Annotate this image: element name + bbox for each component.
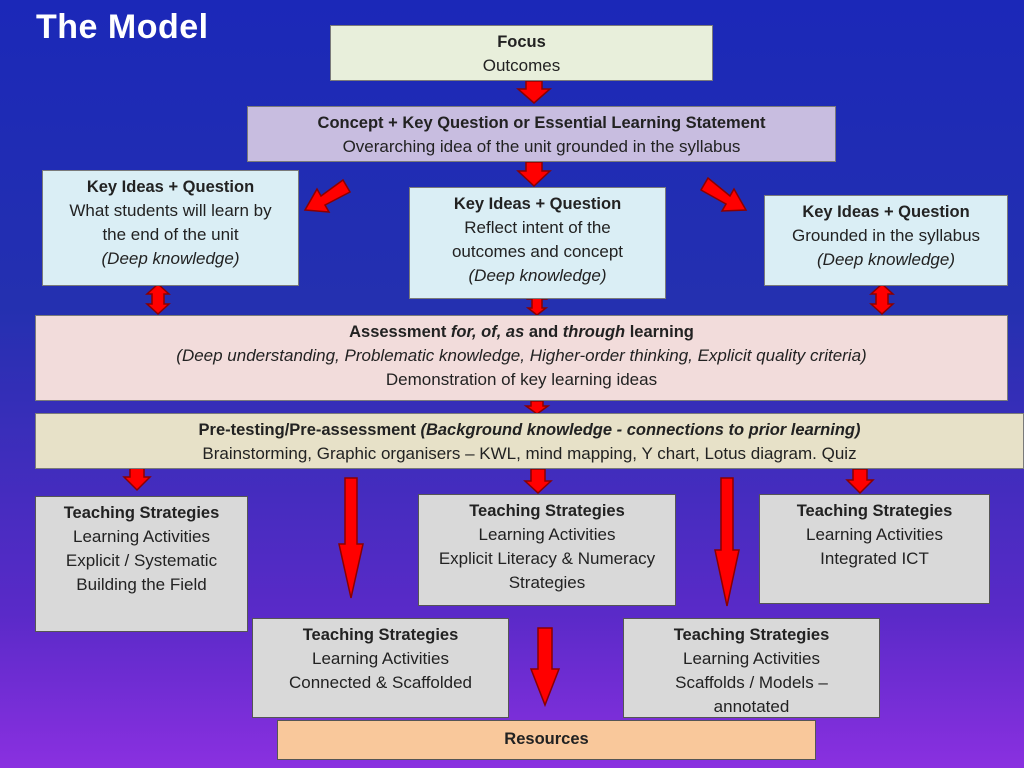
pretest-heading: Pre-testing/Pre-assessment (Background k… [198,421,861,439]
focus-heading: Focus [497,33,546,51]
ts-text: Scaffolds / Models – [675,673,828,692]
focus-box: Focus Outcomes [330,25,713,81]
key-ideas-text: outcomes and concept [451,242,624,261]
ts-text: Strategies [508,573,586,592]
arrow-down-icon [523,400,551,415]
pretest-box: Pre-testing/Pre-assessment (Background k… [35,413,1024,469]
key-ideas-note: (Deep knowledge) [817,250,955,269]
key-ideas-heading: Key Ideas + Question [453,195,622,213]
key-ideas-box-1: Key Ideas + Question What students will … [42,170,299,286]
resources-heading: Resources [504,730,589,748]
key-ideas-text: the end of the unit [102,225,239,244]
assessment-heading: Assessment for, of, as and through learn… [349,323,694,341]
ts-heading: Teaching Strategies [469,502,625,520]
ts-text: Integrated ICT [820,549,929,568]
concept-text: Overarching idea of the unit grounded in… [342,137,741,156]
arrow-down-icon [523,468,553,495]
page-title: The Model [36,8,209,46]
key-ideas-note: (Deep knowledge) [101,249,240,268]
ts-text: annotated [713,697,790,716]
arrow-long-down-icon [714,477,740,607]
teaching-strategies-box-3: Teaching Strategies Learning Activities … [759,494,990,604]
key-ideas-note: (Deep knowledge) [468,266,607,285]
ts-text: Connected & Scaffolded [288,673,473,692]
ts-heading: Teaching Strategies [63,504,220,522]
double-arrow-icon [869,282,895,316]
ts-heading: Teaching Strategies [302,626,459,644]
concept-box: Concept + Key Question or Essential Lear… [247,106,836,162]
teaching-strategies-box-4: Teaching Strategies Learning Activities … [252,618,509,718]
key-ideas-text: Grounded in the syllabus [791,226,981,245]
arrow-down-icon [845,468,875,495]
ts-text: Learning Activities [72,527,211,546]
ts-text: Explicit Literacy & Numeracy [438,549,656,568]
arrow-down-icon [516,161,552,188]
arrow-down-icon [516,80,552,104]
arrow-down-left-icon [303,178,352,213]
ts-heading: Teaching Strategies [673,626,830,644]
teaching-strategies-box-2: Teaching Strategies Learning Activities … [418,494,676,606]
arrow-down-right-icon [699,176,748,212]
ts-text: Learning Activities [311,649,450,668]
assessment-criteria: (Deep understanding, Problematic knowled… [176,346,867,365]
double-arrow-icon [145,282,171,316]
key-ideas-box-2: Key Ideas + Question Reflect intent of t… [409,187,666,299]
ts-text: Building the Field [76,575,207,594]
ts-text: Learning Activities [478,525,616,544]
arrow-long-down-icon [338,477,364,599]
assessment-box: Assessment for, of, as and through learn… [35,315,1008,401]
key-ideas-text: What students will learn by [69,201,272,220]
key-ideas-box-3: Key Ideas + Question Grounded in the syl… [764,195,1008,286]
key-ideas-heading: Key Ideas + Question [802,203,970,221]
ts-text: Learning Activities [682,649,821,668]
ts-text: Learning Activities [805,525,944,544]
resources-box: Resources [277,720,816,760]
ts-text: Explicit / Systematic [65,551,218,570]
assessment-text: Demonstration of key learning ideas [385,370,658,389]
teaching-strategies-box-5: Teaching Strategies Learning Activities … [623,618,880,718]
concept-heading: Concept + Key Question or Essential Lear… [317,114,766,132]
ts-heading: Teaching Strategies [796,502,953,520]
key-ideas-heading: Key Ideas + Question [86,178,255,196]
key-ideas-text: Reflect intent of the [464,218,611,237]
focus-text: Outcomes [482,56,561,75]
pretest-text: Brainstorming, Graphic organisers – KWL,… [202,444,857,463]
teaching-strategies-box-1: Teaching Strategies Learning Activities … [35,496,248,632]
arrow-down-icon [529,627,561,708]
